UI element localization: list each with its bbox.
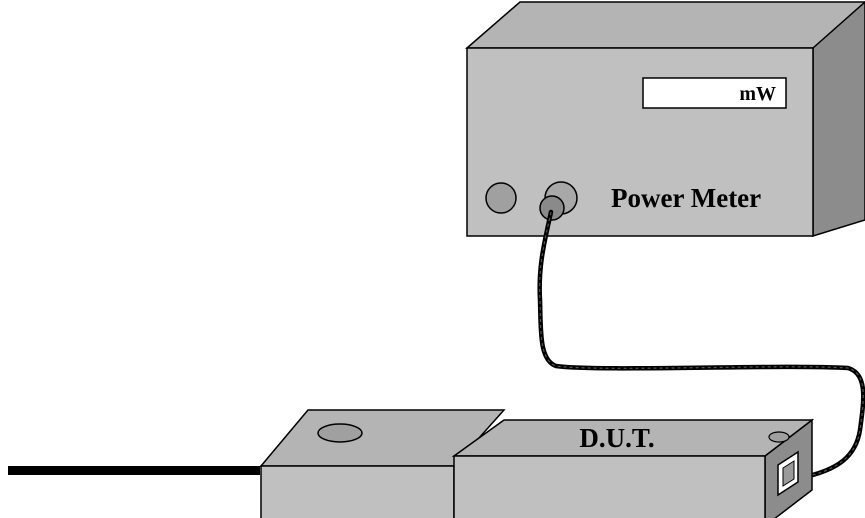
dut-output-port-inner bbox=[782, 460, 795, 487]
dut-front-face bbox=[453, 455, 766, 518]
fiber-cable bbox=[537, 209, 865, 481]
input-fiber bbox=[8, 466, 260, 475]
power-meter-display-unit: mW bbox=[739, 83, 776, 105]
dut-label: D.U.T. bbox=[579, 423, 654, 453]
power-meter-top-face bbox=[464, 1, 865, 49]
launch-block-front-face bbox=[260, 465, 455, 518]
dut-top-hole bbox=[768, 431, 790, 443]
power-meter-input-connector-inner bbox=[539, 195, 565, 221]
power-meter-display bbox=[642, 77, 787, 109]
launch-block bbox=[259, 409, 506, 518]
power-meter-knob bbox=[485, 182, 517, 214]
power-meter: mW Power Meter bbox=[464, 0, 865, 238]
launch-block-hole bbox=[317, 423, 363, 443]
dut: D.U.T. bbox=[451, 418, 815, 518]
power-meter-label: Power Meter bbox=[611, 183, 761, 213]
